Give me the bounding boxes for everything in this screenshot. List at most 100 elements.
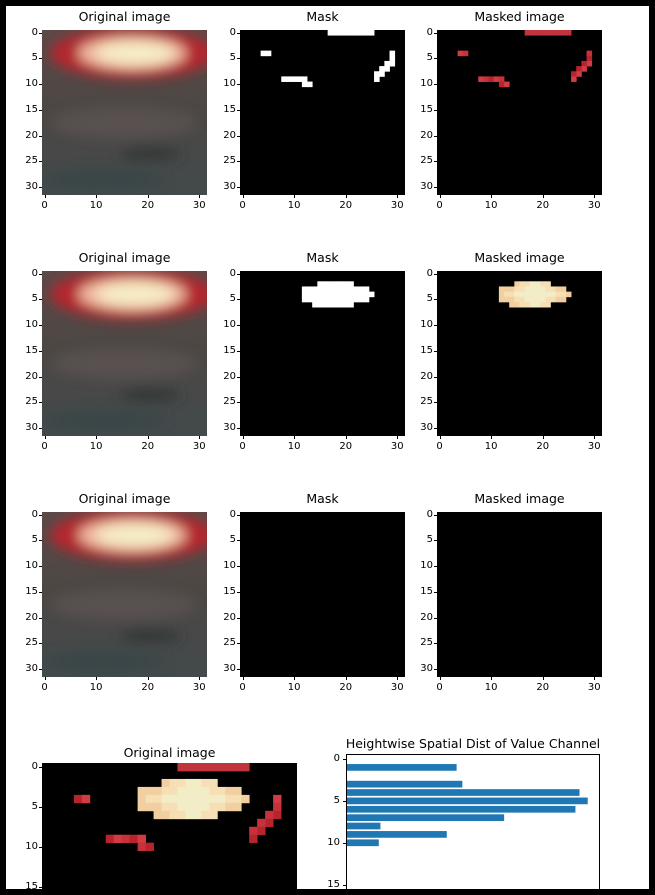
r0p0-x-tick-mark	[96, 195, 98, 198]
r1p2-pixel	[498, 286, 505, 293]
combined-pixel	[145, 794, 154, 804]
r1p1-pixel	[363, 291, 370, 298]
combined-pixel	[153, 810, 162, 820]
r1p2-pixel	[550, 296, 556, 303]
r0p2-y-tick-label: 15	[420, 103, 433, 115]
r1p1-pixel	[358, 286, 365, 293]
r1p2-pixel	[540, 286, 546, 293]
combined-pixel	[209, 802, 218, 812]
r1p1-y-tick-label: 30	[223, 422, 236, 434]
r2p1-title: Mask	[306, 491, 339, 506]
r2p0-bottom	[42, 651, 166, 672]
r0p1-pixel	[260, 50, 267, 57]
r1p2-pixel	[519, 281, 526, 287]
r2p0-y-tick-mark	[39, 540, 42, 542]
r1p1-pixel	[358, 296, 365, 303]
r0p2-pixel	[565, 30, 572, 36]
combined-pixel	[193, 778, 202, 788]
r1p2-pixel	[534, 286, 541, 293]
r0p1-pixel	[389, 55, 396, 62]
r1p2-pixel	[540, 301, 546, 308]
combined-pixel	[169, 810, 178, 820]
r1p2-x-tick-label: 0	[436, 441, 443, 452]
r0p1-mask-panel	[240, 30, 405, 195]
r1p1-pixel	[307, 291, 313, 298]
combined-pixel	[169, 786, 178, 796]
r1p2-pixel	[560, 296, 567, 303]
r0p2-y-tick-mark	[434, 32, 437, 34]
r1p1-y-tick-mark	[237, 299, 240, 301]
r1p1-pixel	[312, 301, 318, 308]
r1p0-x-tick-mark	[96, 436, 98, 439]
r1p2-pixel	[524, 301, 531, 308]
r0p1-x-tick-mark	[397, 195, 399, 198]
r0p1-pixel	[307, 81, 313, 88]
r0p1-y-tick-mark	[237, 109, 240, 111]
r2p1-x-tick-label: 30	[390, 682, 404, 693]
combined-y-tick-mark	[39, 806, 42, 808]
combined-pixel	[193, 794, 202, 804]
r2p0-x-tick-label: 10	[89, 682, 103, 693]
r0p1-y-tick-label: 5	[229, 52, 236, 64]
r1p0-y-tick-mark	[39, 402, 42, 404]
combined-pixel	[129, 834, 139, 844]
r1p0-y-tick-label: 5	[31, 293, 38, 305]
combined-pixel	[217, 763, 226, 772]
r0p2-background	[437, 30, 602, 195]
r2p0-band	[52, 589, 197, 621]
combined-pixel	[201, 778, 210, 788]
r2p1-y-tick-mark	[237, 514, 240, 516]
r0p1-pixel	[374, 76, 380, 82]
r1p0-shadow	[119, 387, 182, 402]
r1p2-pixel	[519, 296, 526, 303]
r1p1-x-tick-label: 30	[390, 441, 404, 452]
r1p2-x-tick-mark	[594, 436, 596, 439]
r2p1-y-tick-label: 30	[223, 663, 236, 675]
combined-pixel	[193, 810, 202, 820]
r2p0-y-tick-label: 25	[25, 637, 38, 649]
bar-8	[346, 822, 381, 830]
r1p1-pixel	[301, 291, 308, 298]
r1p0-y-tick-label: 15	[25, 344, 38, 356]
r0p2-pixel	[571, 71, 577, 77]
r1p1-pixel	[363, 286, 370, 293]
r1p2-pixel	[509, 286, 515, 293]
r0p0-y-tick-label: 10	[25, 78, 38, 90]
combined-pixel	[209, 763, 218, 772]
combined-pixel	[201, 802, 210, 812]
r2p0-y-tick-mark	[39, 514, 42, 516]
r1p2-y-tick-label: 30	[420, 422, 433, 434]
r1p1-x-tick-label: 10	[287, 441, 301, 452]
r1p1-pixel	[312, 291, 318, 298]
bar-5	[346, 797, 588, 805]
r1p2-pixel	[545, 296, 551, 303]
r0p0-x-tick-mark	[199, 195, 201, 198]
r0p2-pixel	[529, 30, 536, 36]
r2p0-y-tick-label: 30	[25, 663, 38, 675]
r0p1-pixel	[363, 30, 370, 36]
r0p2-pixel	[550, 30, 556, 36]
combined-pixel	[193, 763, 202, 772]
r2p2-y-tick-label: 5	[426, 534, 433, 546]
r0p1-pixel	[384, 60, 390, 67]
combined-pixel	[241, 794, 250, 804]
bar-9	[346, 831, 447, 838]
r1p1-title: Mask	[306, 250, 339, 265]
r1p2-pixel	[560, 286, 567, 293]
r2p2-x-tick-label: 20	[536, 682, 550, 693]
r1p2-y-tick-mark	[434, 325, 437, 327]
r1p0-bottom	[42, 410, 166, 431]
r1p2-pixel	[514, 301, 520, 308]
r1p1-x-tick-mark	[397, 436, 399, 439]
r2p0-core	[96, 523, 174, 547]
r1p2-pixel	[504, 286, 510, 293]
r0p1-y-tick-mark	[237, 161, 240, 163]
r2p1-background	[240, 512, 405, 677]
r1p0-y-tick-mark	[39, 376, 42, 378]
combined-pixel	[161, 802, 170, 812]
r1p2-y-tick-mark	[434, 402, 437, 404]
combined-pixel	[177, 786, 186, 796]
r1p1-y-tick-label: 0	[229, 267, 236, 279]
r1p1-pixel	[332, 291, 339, 298]
r0p2-pixel	[586, 55, 593, 62]
